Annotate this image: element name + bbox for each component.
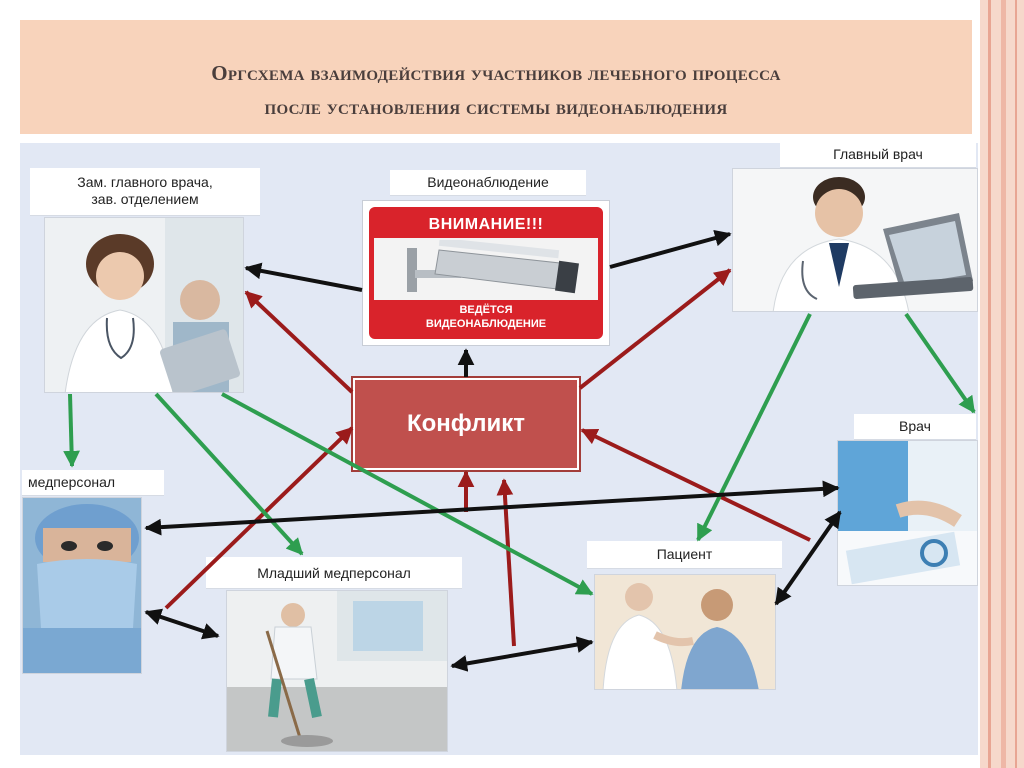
arrow-medstaff-junior	[144, 608, 220, 640]
arrow-deputy-to-junior	[154, 392, 304, 556]
deputy-label-line-2: зав. отделением	[91, 191, 199, 207]
chief-label: Главный врач	[780, 142, 976, 168]
camera-icon	[407, 240, 579, 294]
doctor-label: Врач	[854, 414, 976, 440]
junior-photo	[226, 590, 448, 752]
arrow-junior-patient	[450, 636, 594, 672]
sign-recording-text: ВЕДЁТСЯ ВИДЕОНАБЛЮДЕНИЕ	[374, 300, 598, 334]
surveillance-sign: ВНИМАНИЕ!!! ВЕДЁТСЯ ВИДЕОНАБЛЮДЕНИЕ	[362, 200, 610, 346]
sign-recording-line-2: ВИДЕОНАБЛЮДЕНИЕ	[425, 318, 547, 330]
arrow-conflict-to-chief	[578, 268, 732, 390]
medstaff-photo	[22, 497, 142, 674]
right-stripe-line	[988, 0, 991, 768]
arrow-chief-to-patient	[696, 313, 812, 542]
chief-photo-art	[733, 169, 977, 311]
title-line-2: после установления системы видеонаблюден…	[264, 95, 728, 119]
right-stripe-line	[1001, 0, 1006, 768]
deputy-label-line-1: Зам. главного врача,	[77, 174, 213, 190]
arrow-deputy-to-medstaff	[63, 393, 80, 468]
arrow-patient-doctor	[774, 510, 842, 606]
arrow-surveillance-to-deputy	[244, 262, 363, 292]
doctor-photo	[837, 440, 978, 586]
sign-frame: ВНИМАНИЕ!!! ВЕДЁТСЯ ВИДЕОНАБЛЮДЕНИЕ	[369, 207, 603, 339]
arrow-chief-to-doctor	[904, 312, 976, 414]
junior-photo-art	[227, 591, 447, 751]
sign-warning-text: ВНИМАНИЕ!!!	[374, 212, 598, 238]
junior-label-text: Младший медперсонал	[257, 565, 411, 581]
medstaff-label-text: медперсонал	[28, 474, 116, 490]
sign-recording-line-1: ВЕДЁТСЯ	[459, 304, 513, 316]
deputy-photo-art	[45, 218, 243, 392]
right-stripe-line	[1015, 0, 1017, 768]
medstaff-label: медперсонал	[22, 470, 164, 496]
medstaff-photo-art	[23, 498, 141, 673]
arrow-surveillance-to-chief	[609, 229, 732, 269]
deputy-label: Зам. главного врача, зав. отделением	[30, 168, 260, 216]
patient-photo	[594, 574, 776, 690]
patient-label-text: Пациент	[656, 546, 713, 562]
surveillance-label: Видеонаблюдение	[390, 170, 586, 196]
slide-title: Оргсхема взаимодействия участников лечеб…	[20, 56, 972, 124]
doctor-photo-art	[838, 441, 977, 585]
deputy-photo	[44, 217, 244, 393]
arrow-medstaff-doctor	[144, 480, 840, 536]
patient-photo-art	[595, 575, 775, 689]
surveillance-label-text: Видеонаблюдение	[427, 174, 549, 190]
arrow-deputy-to-patient	[221, 392, 594, 596]
title-band	[20, 20, 972, 134]
arrow-conflict-to-deputy	[244, 290, 354, 394]
patient-label: Пациент	[587, 541, 782, 569]
arrow-doctor-to-conflict	[580, 428, 811, 542]
chief-label-text: Главный врач	[833, 146, 923, 162]
conflict-node: Конфликт	[351, 376, 581, 472]
doctor-label-text: Врач	[899, 418, 931, 434]
title-line-1: Оргсхема взаимодействия участников лечеб…	[211, 61, 781, 85]
chief-photo	[732, 168, 978, 312]
junior-label: Младший медперсонал	[206, 557, 462, 589]
